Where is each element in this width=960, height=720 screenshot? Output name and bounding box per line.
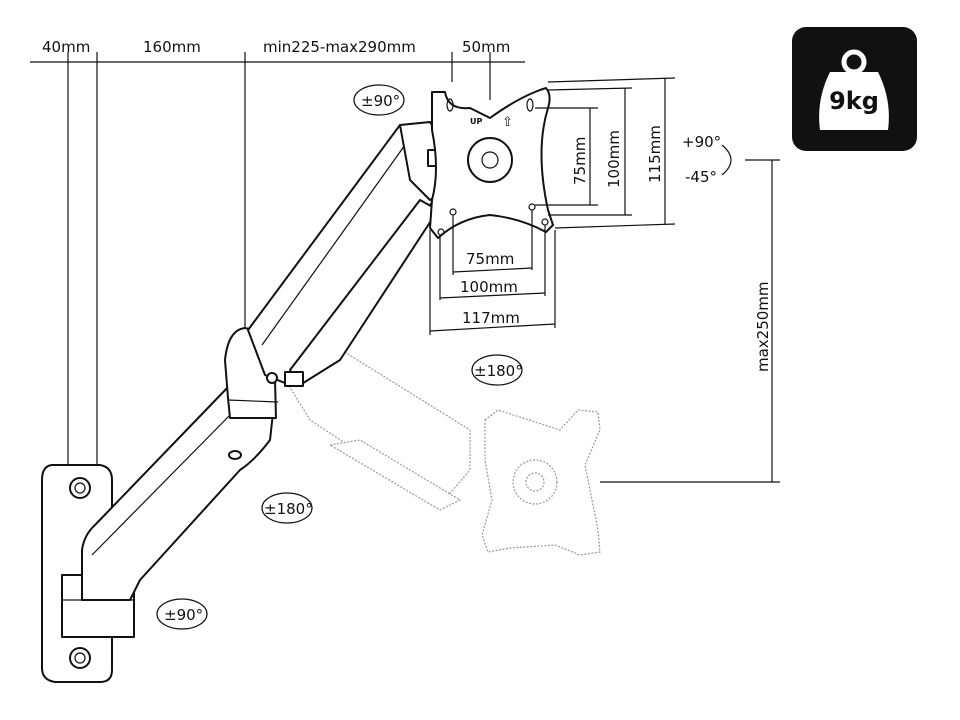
vesa-plate: UP ⇧ bbox=[429, 87, 554, 239]
head-swivel-label: ±90° bbox=[361, 92, 400, 110]
height-range-label: max250mm bbox=[754, 281, 772, 372]
dim-50mm: 50mm bbox=[462, 38, 510, 56]
up-arrow-icon: ⇧ bbox=[502, 115, 513, 130]
vesa-width-117mm: 117mm bbox=[462, 309, 520, 327]
tilt-down-label: -45° bbox=[685, 168, 717, 186]
elbow-swivel-label: ±180° bbox=[264, 500, 313, 518]
dim-160mm: 160mm bbox=[143, 38, 201, 56]
rotation-arcs bbox=[156, 84, 732, 630]
vesa-width-75mm: 75mm bbox=[466, 250, 514, 268]
vesa-width-100mm: 100mm bbox=[460, 278, 518, 296]
dim-min-max-reach: min225-max290mm bbox=[263, 38, 416, 56]
top-dimension-lines bbox=[30, 52, 525, 465]
vesa-horizontal-dimension-lines bbox=[429, 210, 556, 335]
vesa-vertical-dimension-lines bbox=[535, 77, 676, 229]
weight-capacity-badge: 9kg bbox=[792, 27, 917, 151]
tilt-up-label: +90° bbox=[682, 133, 721, 151]
dim-40mm: 40mm bbox=[42, 38, 90, 56]
up-label: UP bbox=[470, 117, 482, 126]
vesa-height-100mm: 100mm bbox=[605, 130, 623, 188]
vesa-height-75mm: 75mm bbox=[571, 137, 589, 185]
base-swivel-label: ±90° bbox=[164, 606, 203, 624]
plate-rotation-label: ±180° bbox=[474, 362, 523, 380]
weight-value: 9kg bbox=[829, 87, 879, 115]
height-dimension-lines bbox=[600, 159, 780, 483]
vesa-height-115mm: 115mm bbox=[646, 125, 664, 183]
